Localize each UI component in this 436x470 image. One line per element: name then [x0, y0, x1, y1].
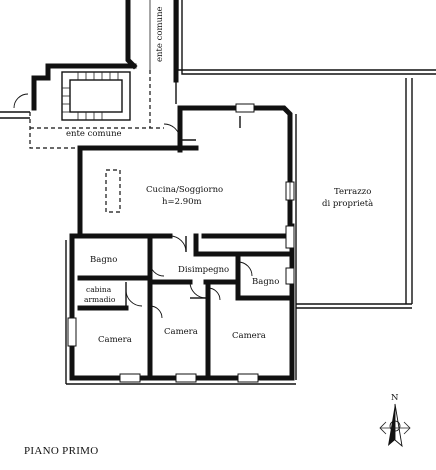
label-ente-comune-vertical: ente comune	[155, 6, 165, 62]
doors	[125, 235, 253, 319]
common-area	[0, 0, 196, 149]
label-kitchen-height: h=2.90m	[162, 197, 202, 207]
label-closet-1: cabina	[86, 285, 112, 294]
label-closet-2: armadio	[84, 295, 116, 304]
windows	[67, 103, 295, 383]
plan-title: PIANO PRIMO	[24, 445, 99, 457]
label-bedroom-2: Camera	[164, 327, 198, 337]
label-terrace-1: Terrazzo	[334, 187, 371, 197]
label-bedroom-1: Camera	[98, 335, 132, 345]
label-kitchen: Cucina/Soggiorno	[146, 185, 223, 195]
interior-walls	[77, 233, 295, 381]
label-ente-comune: ente comune	[66, 129, 122, 139]
label-hallway: Disimpegno	[178, 265, 229, 275]
terrace	[177, 0, 436, 309]
label-bedroom-3: Camera	[232, 331, 266, 341]
label-bathroom-2: Bagno	[252, 277, 279, 287]
north-label: N	[391, 393, 399, 403]
label-terrace-2: di proprietà	[322, 198, 373, 209]
dining-table	[105, 169, 121, 213]
north-arrow-icon: N	[379, 393, 411, 448]
label-bathroom-1: Bagno	[90, 255, 117, 265]
